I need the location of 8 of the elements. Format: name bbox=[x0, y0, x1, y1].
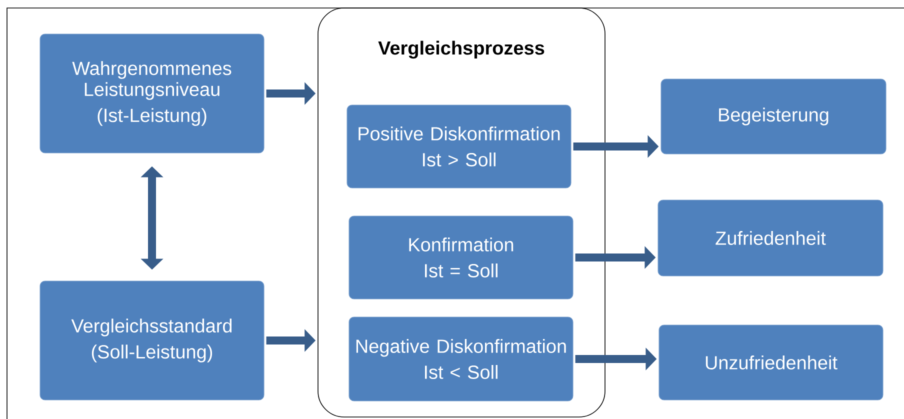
process-box: Positive Diskonfirmation Ist > Soll bbox=[346, 104, 572, 188]
process-box: Konfirmation Ist = Soll bbox=[348, 216, 574, 300]
box: Wahrgenommenes Leistungsniveau (Ist-Leistung) bbox=[40, 34, 264, 154]
box: Begeisterung bbox=[660, 78, 886, 154]
box: Unzufriedenheit bbox=[658, 324, 884, 400]
box: Vergleichsstandard (Soll-Leistung) bbox=[40, 280, 264, 400]
box: Zufriedenheit bbox=[658, 200, 884, 276]
process-box: Negative Diskonfirmation Ist < Soll bbox=[348, 316, 574, 402]
